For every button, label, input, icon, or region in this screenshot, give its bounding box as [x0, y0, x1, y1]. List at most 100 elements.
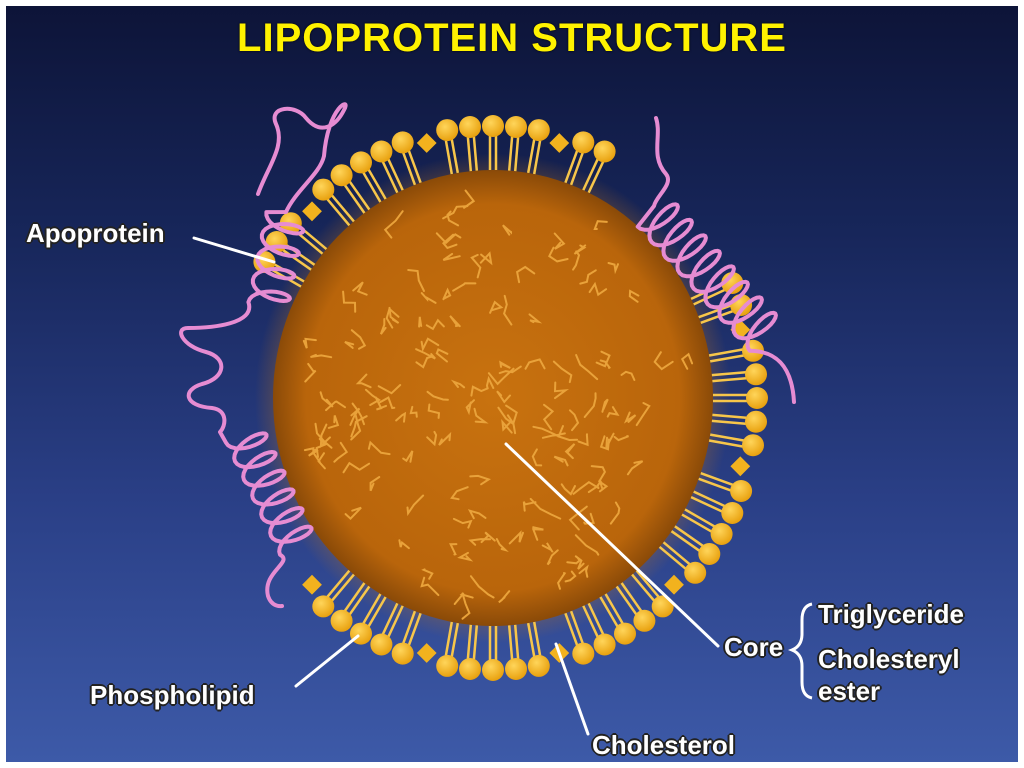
- core-lipid-squiggle: [462, 189, 476, 210]
- phospholipid-molecule: [505, 116, 527, 172]
- phospholipid-tail: [690, 495, 723, 513]
- phospholipid-molecule: [690, 490, 744, 524]
- phospholipid-tail: [326, 569, 351, 598]
- cholesterol-molecule: [730, 456, 751, 477]
- core-components-brace: [787, 602, 813, 700]
- phospholipid-tail: [507, 136, 514, 171]
- core-lipid-squiggle: [587, 480, 602, 494]
- phospholipid-molecule: [658, 541, 707, 584]
- core-lipid-squiggle: [435, 348, 449, 363]
- cholesterol-molecule: [664, 574, 684, 595]
- phospholipid-head: [459, 116, 481, 138]
- core-lipid-molecules: [302, 189, 694, 620]
- phospholipid-head: [684, 561, 707, 584]
- phospholipid-tail: [709, 433, 744, 442]
- core-lipid-squiggle: [450, 486, 469, 501]
- core-lipid-squiggle: [319, 391, 334, 408]
- core-lipid-squiggle: [344, 340, 355, 349]
- phospholipid-head: [350, 151, 372, 174]
- core-lipid-squiggle: [473, 407, 489, 424]
- core-lipid-squiggle: [515, 265, 536, 284]
- core-lipid-squiggle: [349, 407, 361, 426]
- core-lipid-squiggle: [409, 405, 418, 418]
- phospholipid-tail: [662, 541, 691, 566]
- phospholipid-molecule: [708, 433, 764, 457]
- core-lipid-squiggle: [489, 300, 504, 314]
- phospholipid-head: [482, 115, 504, 137]
- phospholipid-tail: [587, 602, 605, 635]
- core-lipid-squiggle: [553, 381, 570, 400]
- apoprotein-label: Apoprotein: [26, 218, 165, 248]
- core-lipid-squiggle: [457, 551, 474, 562]
- core-lipid-squiggle: [304, 362, 317, 383]
- phospholipid-head: [730, 480, 753, 502]
- core-lipid-squiggle: [501, 419, 513, 434]
- core-label: Core: [724, 632, 784, 662]
- core-lipid-squiggle: [420, 337, 440, 353]
- core-lipid-squiggle: [420, 292, 437, 304]
- phospholipid-head: [527, 119, 550, 142]
- apoprotein-left: [179, 102, 348, 609]
- phospholipid-tail: [367, 596, 387, 628]
- core-lipid-squiggle: [449, 315, 461, 328]
- phospholipid-molecule: [350, 151, 387, 203]
- cholesterol-molecule: [549, 133, 570, 153]
- phospholipid-tail: [700, 310, 734, 324]
- core-lipid-squiggle: [461, 592, 471, 620]
- core-lipid-squiggle: [498, 590, 511, 604]
- core-lipid-squiggle: [344, 506, 362, 520]
- core-lipid-squiggle: [583, 392, 597, 418]
- core-lipid-squiggle: [442, 287, 452, 301]
- phospholipid-tail: [367, 168, 387, 200]
- phospholipid-head: [330, 164, 353, 187]
- core-lipid-squiggle: [333, 441, 349, 463]
- core-lipid-squiggle: [531, 448, 543, 467]
- phospholipid-tail: [472, 136, 479, 171]
- core-lipid-squiggle: [503, 294, 513, 326]
- diagram-title: LIPOPROTEIN STRUCTURE: [237, 16, 787, 60]
- core-lipid-squiggle: [374, 396, 387, 411]
- phospholipid-tail: [604, 593, 624, 625]
- core-lipid-squiggle: [499, 360, 511, 369]
- core-lipid-squiggle: [406, 494, 425, 517]
- phospholipid-tail: [711, 419, 746, 426]
- core-lipid-squiggle: [446, 210, 460, 227]
- phospholipid-head: [505, 116, 527, 138]
- phospholipid-tail: [711, 370, 746, 377]
- core-lipid-squiggle: [548, 246, 569, 263]
- phospholipid-tail: [582, 605, 599, 638]
- phospholipid-molecule: [370, 140, 404, 194]
- phospholipid-tail: [402, 152, 417, 186]
- core-lipid-squiggle: [626, 460, 644, 476]
- core-lipid-squiggle: [452, 282, 477, 292]
- phospholipid-tail: [582, 158, 599, 191]
- phospholipid-tail: [700, 472, 734, 486]
- phospholipid-molecule: [391, 610, 422, 665]
- core-lipid-squiggle: [553, 232, 566, 250]
- core-lipid-squiggle: [470, 253, 482, 279]
- core-lipid-squiggle: [628, 289, 640, 303]
- core-lipid-squiggle: [467, 509, 487, 520]
- core-lipid-squiggle: [609, 501, 621, 525]
- core-lipid-squiggle: [379, 318, 387, 335]
- phospholipid-tail: [708, 439, 743, 448]
- phospholipid-molecule: [631, 569, 674, 618]
- core-lipid-squiggle: [524, 358, 546, 370]
- core-lipid-squiggle: [302, 337, 317, 349]
- core-lipid-squiggle: [314, 422, 333, 449]
- core-lipid-squiggle: [574, 534, 600, 556]
- cholesteryl-label: Cholesteryl: [818, 644, 960, 674]
- core-lipid-squiggle: [599, 359, 611, 369]
- core-lipid-squiggle: [470, 385, 489, 397]
- core-lipid-squiggle: [327, 415, 340, 429]
- core-lipid-squiggle: [427, 403, 441, 419]
- phospholipid-tail: [684, 508, 716, 528]
- phospholipid-tail: [674, 525, 704, 547]
- phospholipid-tail: [712, 413, 747, 420]
- core-lipid-squiggle: [595, 350, 611, 368]
- phospholipid-tail: [331, 194, 355, 223]
- phospholipid-tail: [444, 621, 454, 656]
- core-lipid-squiggle: [495, 538, 509, 552]
- core-lipid-squiggle: [442, 233, 458, 250]
- core-lipid-squiggle: [620, 370, 636, 381]
